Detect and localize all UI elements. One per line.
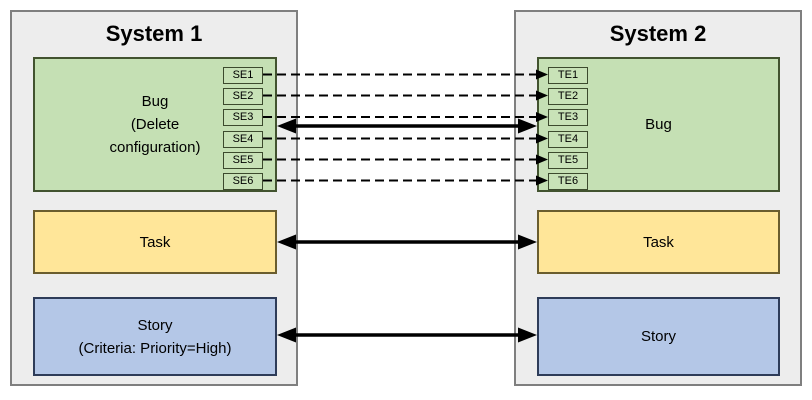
endpoint-box-te2: TE2: [548, 88, 588, 105]
system2-bug-box: Bug TE1 TE2 TE3 TE4 TE5 TE6: [537, 57, 780, 192]
system2-bug-label: Bug: [645, 116, 672, 133]
system1-story-label-line2: (Criteria: Priority=High): [78, 339, 232, 357]
system1-story-box: Story (Criteria: Priority=High): [33, 297, 277, 376]
system1-bug-label-line1: Bug: [141, 93, 169, 110]
endpoint-box-se5: SE5: [223, 152, 263, 169]
field-mapping-arrow-se2-te2: [263, 90, 548, 101]
system1-title: System 1: [105, 21, 203, 46]
bug-sync-arrow: [277, 118, 537, 134]
endpoint-box-te3: TE3: [548, 109, 588, 126]
system1-bug-box: Bug (Delete configuration) SE1 SE2 SE3 S…: [33, 57, 277, 192]
task-sync-arrow: [277, 234, 537, 250]
endpoint-box-se6: SE6: [223, 173, 263, 190]
system2-story-box: Story: [537, 297, 780, 376]
system1-task-label: Task: [139, 233, 171, 251]
endpoint-box-se4: SE4: [223, 131, 263, 148]
field-mapping-arrow-se6-te6: [263, 175, 548, 186]
system1-bug-label-line3: configuration): [109, 139, 201, 156]
endpoint-box-se3: SE3: [223, 109, 263, 126]
system2-story-label: Story: [640, 328, 676, 345]
system2-task-label: Task: [643, 233, 674, 251]
system1-bug-label-line2: (Delete: [130, 116, 180, 133]
field-mapping-arrow-se3-te3: [263, 112, 548, 122]
endpoint-box-te5: TE5: [548, 152, 588, 169]
field-mapping-arrow-se4-te4: [263, 133, 548, 144]
endpoint-box-se2: SE2: [223, 88, 263, 105]
system1-panel: System 1 Bug (Delete configuration) SE1 …: [10, 10, 298, 386]
endpoint-box-te1: TE1: [548, 67, 588, 84]
system2-panel: System 2 Bug TE1 TE2 TE3 TE4 TE5 TE6 Tas…: [514, 10, 802, 386]
endpoint-box-se1: SE1: [223, 67, 263, 84]
system1-story-label-line1: Story: [137, 316, 173, 334]
system2-task-box: Task: [537, 210, 780, 274]
endpoint-box-te6: TE6: [548, 173, 588, 190]
field-mapping-arrow-se5-te5: [263, 154, 548, 165]
field-mapping-arrow-se1-te1: [263, 69, 548, 80]
story-sync-arrow: [277, 327, 537, 343]
endpoint-box-te4: TE4: [548, 131, 588, 148]
system2-title: System 2: [609, 21, 707, 46]
system1-task-box: Task: [33, 210, 277, 274]
